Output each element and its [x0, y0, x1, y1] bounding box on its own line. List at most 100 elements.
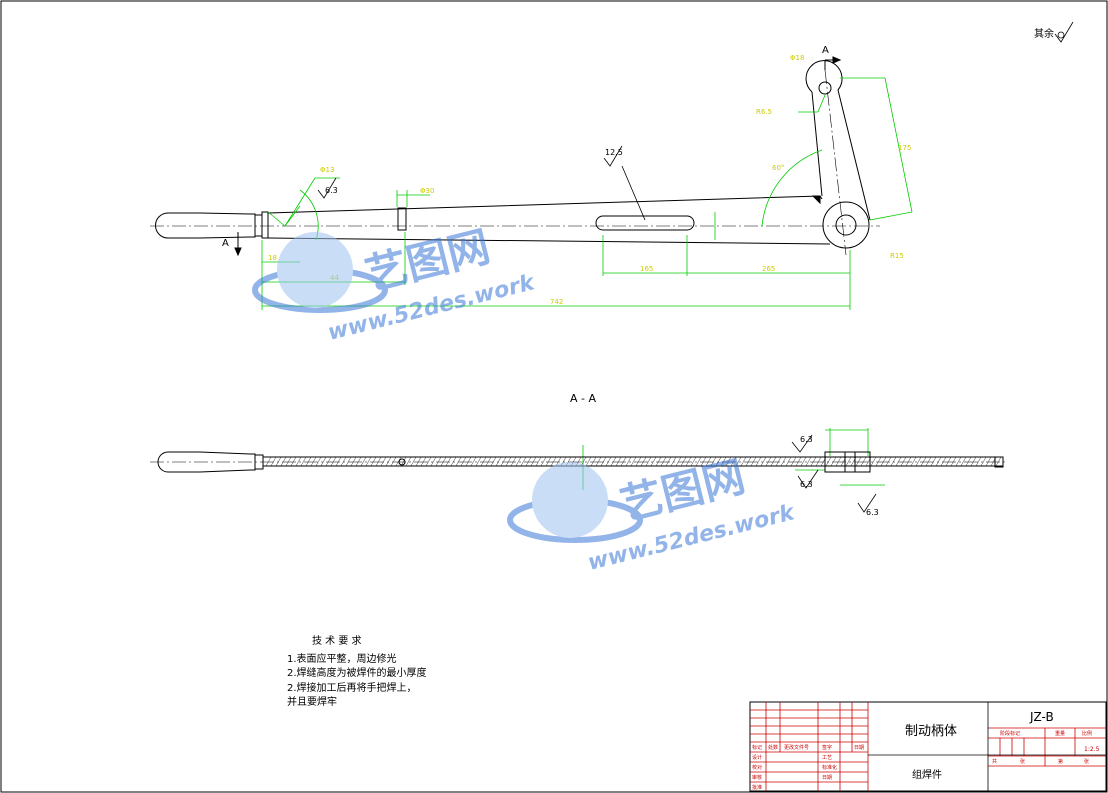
hatch-line — [355, 456, 362, 467]
hatch-line — [685, 456, 692, 467]
hatch-line — [320, 456, 327, 467]
hatch-line — [840, 456, 847, 467]
roughness-6-3-d: 6.3 — [866, 508, 879, 517]
roughness-symbols — [317, 21, 1074, 513]
dim-175: 175 — [898, 144, 911, 152]
hatch-line — [410, 456, 417, 467]
tech-req-item-1: 1.表面应平整，周边修光 — [287, 652, 397, 665]
hatch-line — [950, 456, 957, 467]
hatch-line — [450, 456, 457, 467]
hatch-line — [360, 456, 367, 467]
hatch-line — [875, 456, 882, 467]
hatch-line — [420, 456, 427, 467]
hatch-line — [705, 456, 712, 467]
title-part-name: 制动柄体 — [905, 724, 957, 739]
tb-label-1: 处数 — [768, 744, 778, 751]
hatch-line — [620, 456, 627, 467]
hatch-line — [690, 456, 697, 467]
tech-req-title: 技 术 要 求 — [312, 634, 362, 647]
watermark-bottom: 艺图网 www.52des.work — [507, 452, 798, 576]
hatch-line — [395, 456, 402, 467]
bar-outline — [267, 195, 831, 245]
hatch-line — [480, 456, 487, 467]
hatch-line — [440, 456, 447, 467]
hatch-line — [905, 456, 912, 467]
dim-phi13: Φ13 — [320, 166, 334, 174]
hatch-line — [625, 456, 632, 467]
section-hatching — [265, 456, 1002, 467]
main-view — [150, 56, 880, 257]
view-arrow-label-left: A — [222, 238, 229, 249]
hatch-line — [825, 456, 832, 467]
tb-label-17: 第 — [1058, 758, 1063, 765]
hatch-line — [935, 456, 942, 467]
dim-60deg: 60° — [772, 164, 784, 172]
tb-label-0: 标记 — [752, 744, 762, 751]
hatch-line — [735, 456, 742, 467]
hatch-line — [630, 456, 637, 467]
hatch-line — [275, 456, 282, 467]
hatch-line — [925, 456, 932, 467]
hatch-line — [720, 456, 727, 467]
hatch-line — [525, 456, 532, 467]
hatch-line — [830, 456, 837, 467]
hatch-line — [920, 456, 927, 467]
hatch-line — [415, 456, 422, 467]
hatch-line — [900, 456, 907, 467]
hatch-line — [885, 456, 892, 467]
hatch-line — [365, 456, 372, 467]
hatch-line — [470, 456, 477, 467]
tb-label-11: 日期 — [822, 775, 832, 781]
hatch-line — [370, 456, 377, 467]
hatch-line — [400, 456, 407, 467]
hatch-line — [680, 456, 687, 467]
hatch-line — [305, 456, 312, 467]
hatch-line — [640, 456, 647, 467]
hatch-line — [775, 456, 782, 467]
dim-r15: R15 — [890, 252, 904, 260]
hatch-line — [710, 456, 717, 467]
dim-265: 265 — [762, 265, 775, 273]
hatch-line — [855, 456, 862, 467]
hatch-line — [530, 456, 537, 467]
hatch-line — [670, 456, 677, 467]
hatch-line — [805, 456, 812, 467]
hatch-line — [750, 456, 757, 467]
hatch-line — [780, 456, 787, 467]
hatch-line — [985, 456, 992, 467]
tb-label-14: 比例 — [1082, 730, 1092, 737]
hatch-line — [610, 456, 617, 467]
hatch-line — [430, 456, 437, 467]
hatch-line — [655, 456, 662, 467]
tb-label-15: 共 — [992, 758, 997, 765]
hatch-line — [990, 456, 997, 467]
hatch-line — [335, 456, 342, 467]
roughness-note: 其余 — [1034, 27, 1054, 40]
tb-label-9: 工艺 — [822, 755, 832, 761]
hatch-line — [280, 456, 287, 467]
hatch-line — [820, 456, 827, 467]
hatch-line — [660, 456, 667, 467]
hatch-line — [605, 456, 612, 467]
tb-label-3: 签字 — [822, 744, 832, 751]
title-drawing-code: JZ-B — [1029, 710, 1054, 724]
hatch-line — [380, 456, 387, 467]
hatch-line — [345, 456, 352, 467]
hatch-line — [700, 456, 707, 467]
hatch-line — [965, 456, 972, 467]
section-label: A - A — [570, 392, 596, 405]
hatch-line — [285, 456, 292, 467]
tb-label-16: 张 — [1020, 758, 1025, 765]
hatch-line — [955, 456, 962, 467]
hatch-line — [325, 456, 332, 467]
hatch-line — [755, 456, 762, 467]
hatch-line — [590, 456, 597, 467]
tb-label-13: 重量 — [1055, 730, 1065, 737]
hatch-line — [715, 456, 722, 467]
hatch-line — [465, 456, 472, 467]
hatch-line — [890, 456, 897, 467]
hatch-line — [815, 456, 822, 467]
hatch-line — [385, 456, 392, 467]
dim-742: 742 — [550, 298, 563, 306]
